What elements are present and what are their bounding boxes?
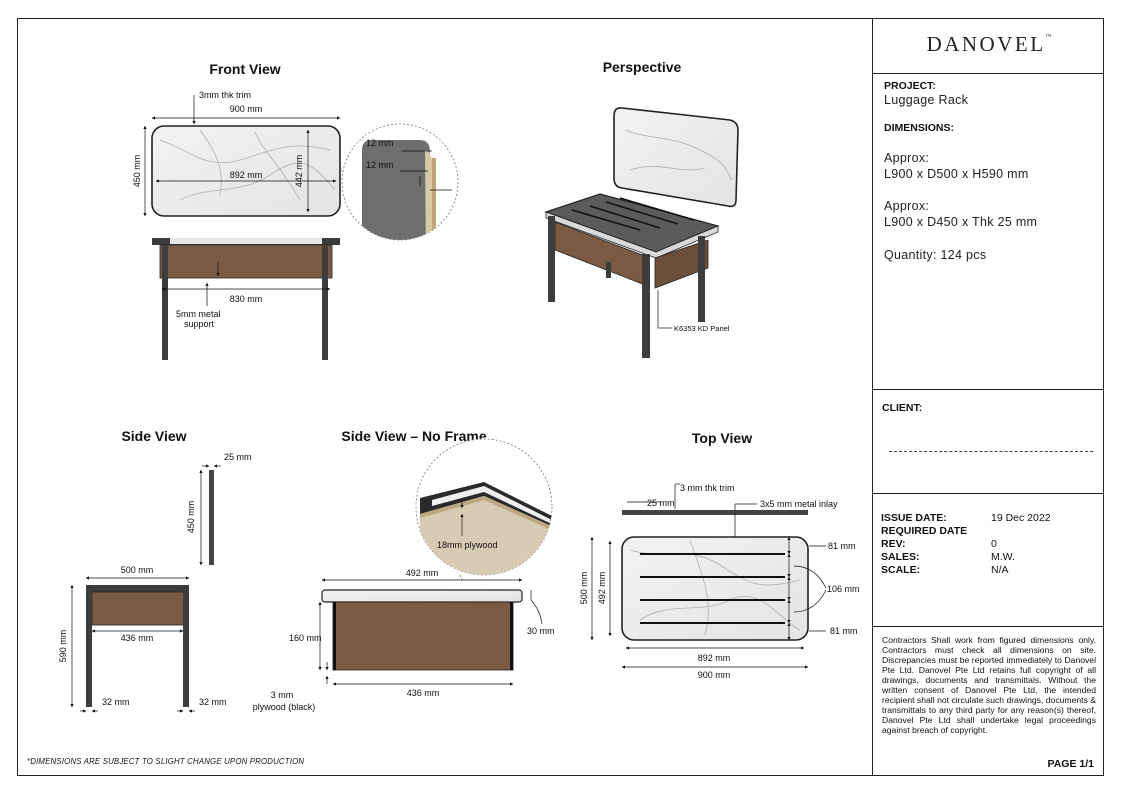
perspective-leg-2 [642, 254, 650, 358]
top-900-label: 900 mm [698, 670, 731, 680]
side-436-label: 436 mm [121, 633, 154, 643]
kd-panel-label: K6353 KD Panel [674, 324, 730, 333]
top-500-label: 500 mm [579, 572, 589, 605]
title-block: DANOVEL™ PROJECT: Luggage Rack DIMENSION… [872, 18, 1104, 776]
top-marble-panel [621, 536, 809, 641]
metal-support-label-1: 5mm metal [176, 309, 221, 319]
top-492-label: 492 mm [597, 572, 607, 605]
side-32a-label: 32 mm [102, 697, 130, 707]
scale-value: N/A [991, 564, 1009, 576]
rev-label: REV: [881, 538, 906, 550]
front-450-label: 450 mm [132, 155, 142, 188]
detail-12b-label: 12 mm [366, 160, 394, 170]
copyright-notes: Contractors Shall work from figured dime… [882, 635, 1096, 735]
side-view: Side View 25 mm 450 mm 500 mm 436 mm 590… [58, 428, 252, 713]
perspective-marble-panel [613, 107, 739, 208]
side-leg-left [86, 590, 92, 707]
side-panel-edge [209, 470, 214, 565]
client-blank-line [889, 451, 1093, 452]
nf-436-label: 436 mm [407, 688, 440, 698]
nf-30-label: 30 mm [527, 626, 555, 636]
top-81b-label: 81 mm [830, 626, 858, 636]
metal-support-label-2: support [184, 319, 215, 329]
perspective-leg-1 [548, 216, 555, 302]
front-892-label: 892 mm [230, 170, 263, 180]
project-label: PROJECT: [884, 80, 936, 92]
side-590-label: 590 mm [58, 630, 68, 663]
side-view-title: Side View [121, 428, 186, 444]
issue-date-value: 19 Dec 2022 [991, 512, 1051, 524]
side-table-top [86, 585, 189, 592]
top-892-label: 892 mm [698, 653, 731, 663]
top-81a-label: 81 mm [828, 541, 856, 551]
side-500-label: 500 mm [121, 565, 154, 575]
rev-value: 0 [991, 538, 997, 550]
top-trim-label: 3 mm thk trim [680, 483, 735, 493]
drawing-border [17, 18, 1104, 776]
client-label: CLIENT: [882, 402, 923, 414]
required-date-label: REQUIRED DATE [881, 525, 968, 537]
nf-492-label: 492 mm [406, 568, 439, 578]
front-900-label: 900 mm [230, 104, 263, 114]
brand-logo: DANOVEL™ [926, 32, 1052, 56]
nf-3mm-label: 3 mm [271, 690, 294, 700]
front-view: Front View 3mm thk trim 900 mm 450 mm 89… [132, 61, 459, 360]
top-25-label: 25 mm [647, 498, 675, 508]
sales-value: M.W. [991, 551, 1015, 563]
dim2-line2: L900 x D450 x Thk 25 mm [884, 215, 1038, 229]
front-leg-right [322, 245, 328, 360]
dim2-line1: Approx: [884, 199, 930, 213]
perspective-apron-side [654, 239, 709, 289]
side-32b-label: 32 mm [199, 697, 227, 707]
perspective-leg-3 [698, 236, 705, 322]
nf-plywood-label: 18mm plywood [437, 540, 498, 550]
page-number: PAGE 1/1 [1047, 758, 1095, 770]
detail-12a-label: 12 mm [366, 138, 394, 148]
nf-plywood-black-label: plywood (black) [253, 702, 316, 712]
side-no-frame-title: Side View – No Frame [341, 428, 486, 444]
front-marble-veins [159, 129, 336, 201]
issue-date-label: ISSUE DATE: [881, 512, 947, 524]
front-830-label: 830 mm [230, 294, 263, 304]
top-view: Top View 3 mm thk trim 25 mm 3x5 mm meta… [579, 430, 860, 680]
project-value: Luggage Rack [884, 93, 969, 107]
front-wood-panel [159, 244, 333, 279]
top-106-label: 106 mm [827, 584, 860, 594]
dim1-line2: L900 x D500 x H590 mm [884, 167, 1029, 181]
disclaimer-note: *DIMENSIONS ARE SUBJECT TO SLIGHT CHANGE… [27, 757, 305, 766]
side-wood-panel [91, 591, 185, 626]
quantity-value: Quantity: 124 pcs [884, 248, 987, 262]
top-view-title: Top View [692, 430, 752, 446]
dimensions-label: DIMENSIONS: [884, 122, 955, 134]
front-view-title: Front View [209, 61, 280, 77]
front-leg-left [162, 245, 168, 360]
side-view-no-frame: Side View – No Frame 18mm plywood 492 mm… [253, 428, 555, 712]
perspective-leg-4 [606, 262, 611, 278]
side-450-label: 450 mm [186, 501, 196, 534]
perspective-title: Perspective [603, 59, 682, 75]
front-trim-label: 3mm thk trim [199, 90, 251, 100]
dim1-line1: Approx: [884, 151, 930, 165]
nf-160-label: 160 mm [289, 633, 322, 643]
sales-label: SALES: [881, 551, 920, 563]
top-inlay-label: 3x5 mm metal inlay [760, 499, 838, 509]
side-25-label: 25 mm [224, 452, 252, 462]
perspective-view: Perspective K6353 KD Panel [544, 59, 739, 358]
side-leg-right [183, 590, 189, 707]
scale-label: SCALE: [881, 564, 921, 576]
front-442-label: 442 mm [294, 155, 304, 188]
top-thickness-strip [622, 510, 808, 515]
